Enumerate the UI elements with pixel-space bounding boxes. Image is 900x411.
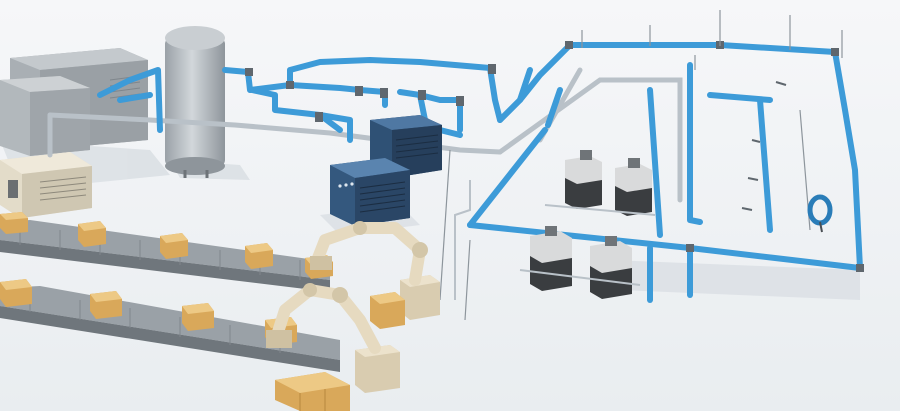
machine-station-1 bbox=[565, 150, 602, 209]
compact-compressor bbox=[0, 152, 92, 218]
air-receiver-tank bbox=[165, 26, 225, 178]
machine-station-3 bbox=[530, 226, 572, 291]
machine-station-2 bbox=[615, 158, 652, 216]
pipe-fittings bbox=[245, 41, 864, 272]
drop-lines-front bbox=[454, 180, 656, 300]
refrigerated-air-dryer-2 bbox=[330, 158, 410, 226]
conveyor-bottom bbox=[0, 286, 340, 372]
pallet-stack-2 bbox=[275, 372, 350, 411]
cardboard-box bbox=[78, 221, 106, 247]
cardboard-box bbox=[0, 279, 32, 307]
robot-arm-palletizer-2 bbox=[266, 283, 400, 411]
machine-station-4 bbox=[590, 236, 632, 299]
cardboard-box bbox=[90, 291, 122, 319]
cardboard-box bbox=[160, 233, 188, 259]
cardboard-box bbox=[182, 303, 214, 331]
hose-reel bbox=[807, 194, 833, 233]
cardboard-box bbox=[245, 243, 273, 269]
robot-arm-palletizer-1 bbox=[310, 221, 440, 329]
pallet-stack-1 bbox=[370, 292, 405, 329]
tool-hangers bbox=[741, 81, 787, 211]
air-compressor-2 bbox=[0, 76, 90, 156]
cardboard-box bbox=[0, 212, 28, 234]
